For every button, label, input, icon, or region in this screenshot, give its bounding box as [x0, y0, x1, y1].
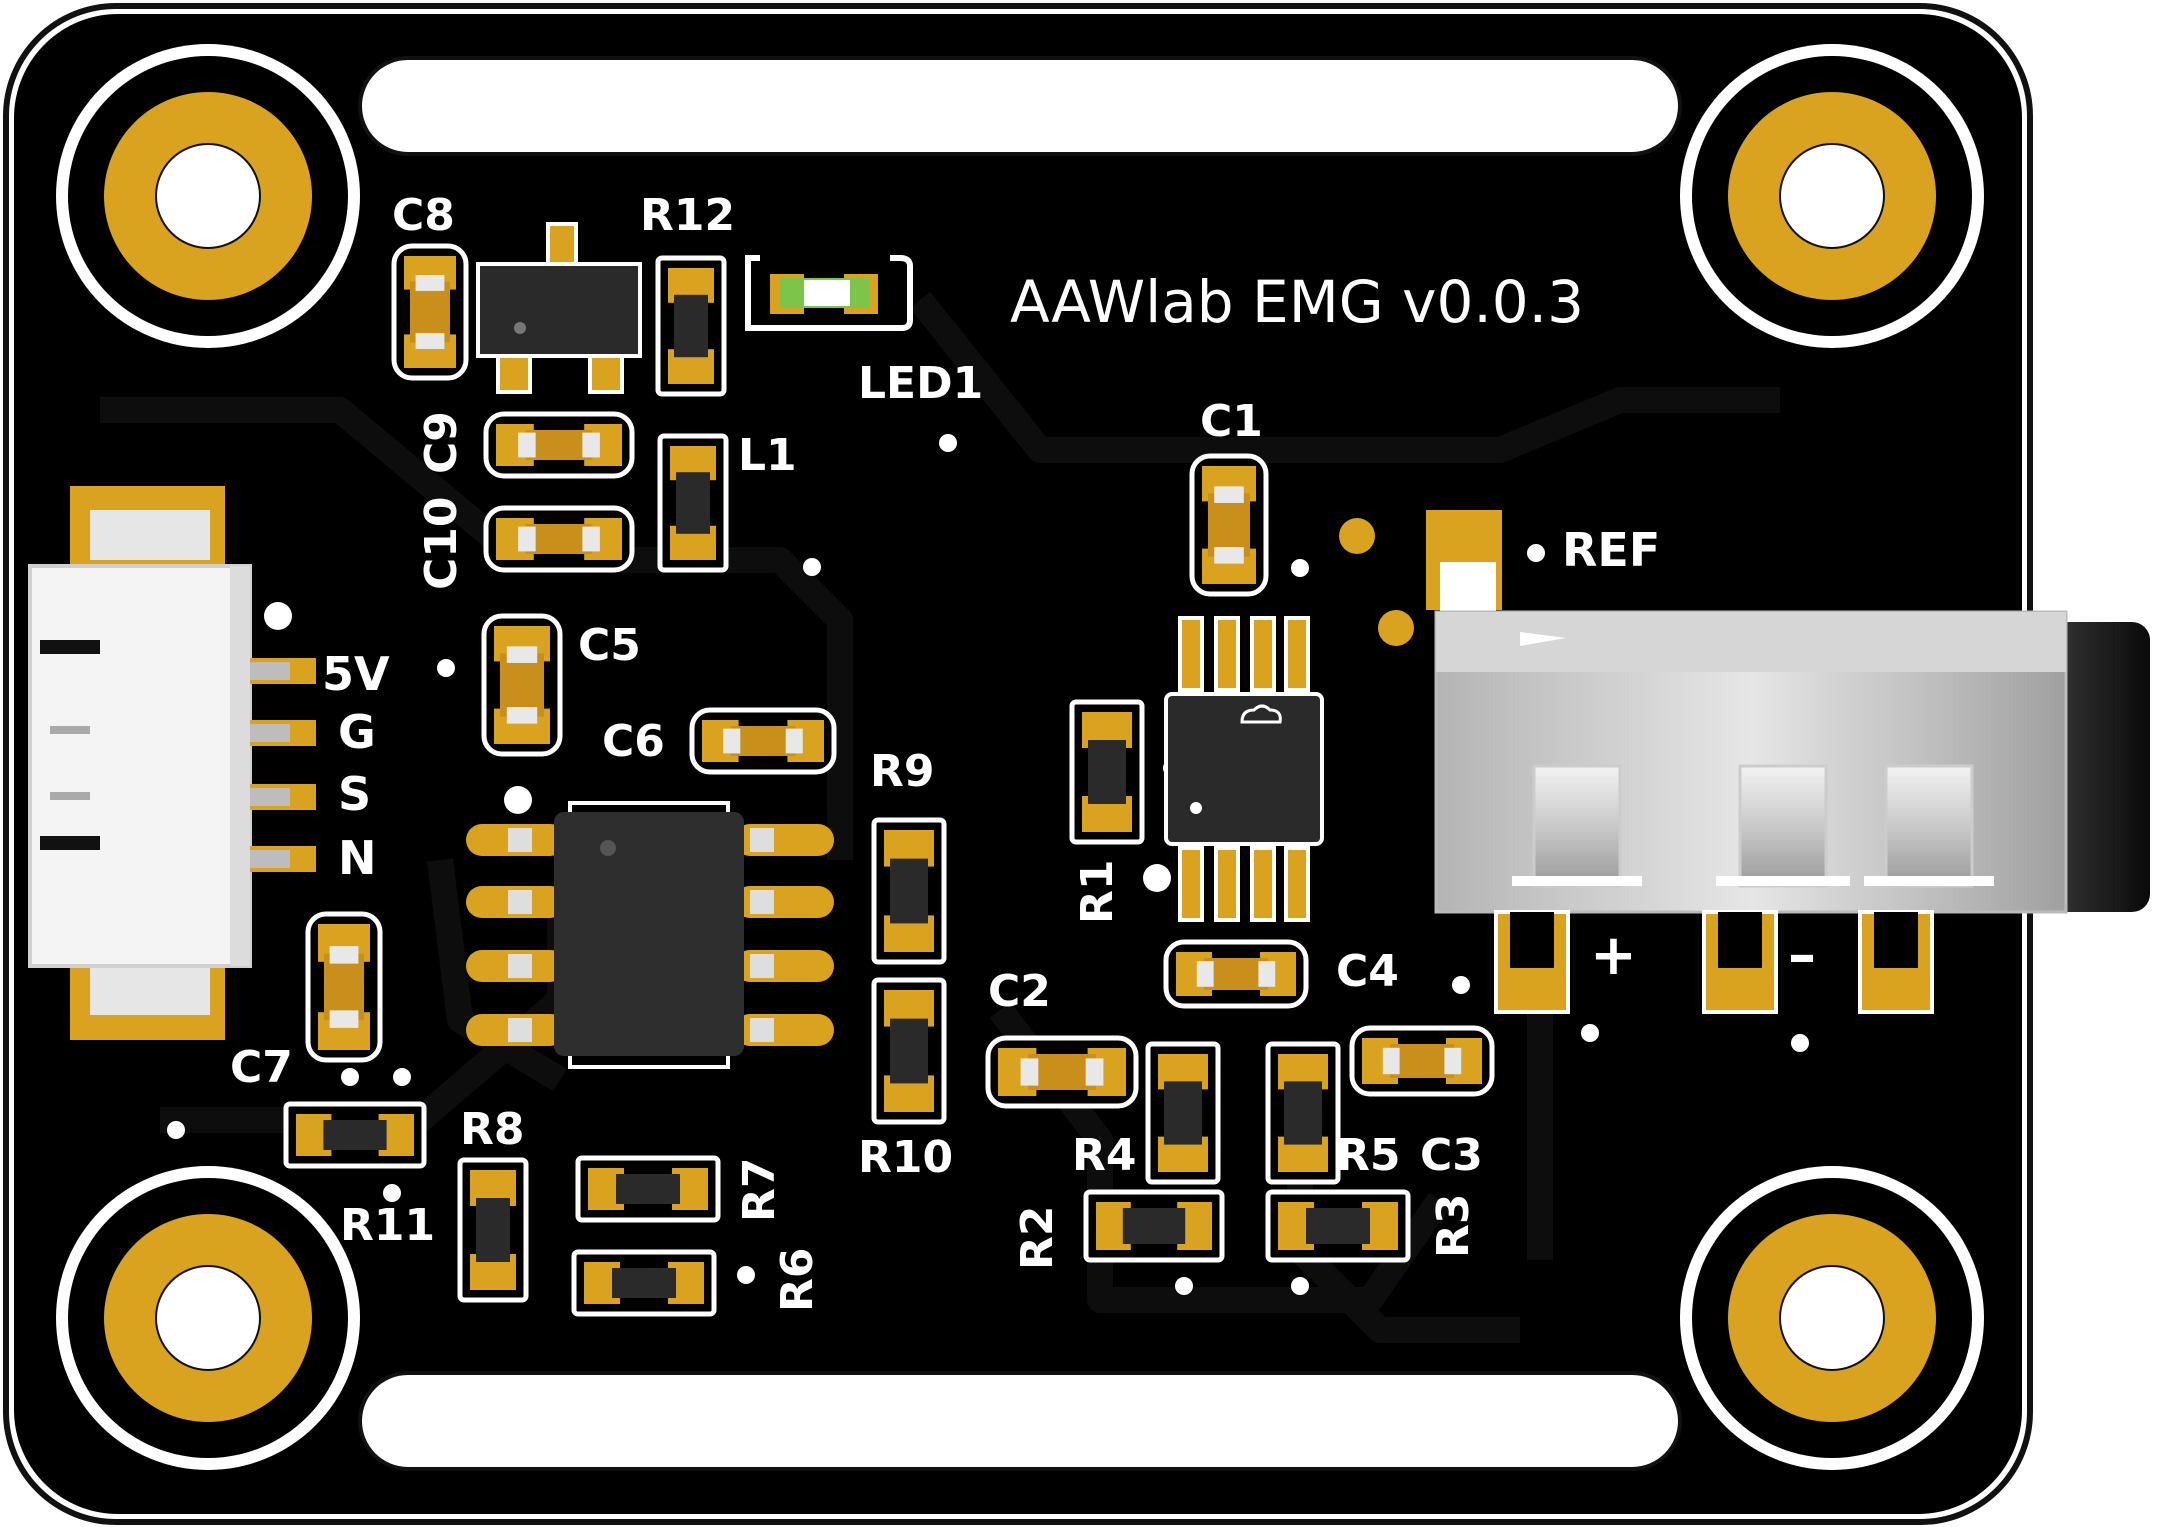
capacitor-c10 — [483, 505, 635, 573]
label-c8: C8 — [392, 190, 455, 241]
silkscreen-labels: C8 R12 LED1 C9 L1 C10 C5 C6 R9 R10 C7 R8… — [230, 190, 1660, 1312]
resistor-r7 — [575, 1155, 721, 1223]
capacitor-c6 — [689, 707, 837, 775]
mounting-hole-top-left — [56, 44, 360, 348]
label-r4: R4 — [1072, 1130, 1137, 1181]
label-r9: R9 — [870, 746, 935, 797]
resistor-r5 — [1265, 1041, 1341, 1185]
capacitor-c8 — [391, 243, 469, 381]
label-r1: R1 — [1072, 860, 1123, 925]
board-title: AAWlab EMG v0.0.3 — [1010, 268, 1584, 336]
soic8-ic — [466, 801, 834, 1069]
label-r5: R5 — [1336, 1130, 1401, 1181]
label-c1: C1 — [1200, 396, 1263, 447]
label-r3: R3 — [1428, 1194, 1479, 1259]
mounting-hole-bottom-right — [1680, 1166, 1984, 1470]
label-led1: LED1 — [858, 358, 983, 409]
gold-test-points — [1339, 518, 1414, 646]
label-c3: C3 — [1420, 1130, 1483, 1181]
mounting-hole-top-right — [1680, 44, 1984, 348]
resistor-r12 — [655, 255, 727, 397]
resistor-r2 — [1083, 1189, 1225, 1263]
label-r10: R10 — [858, 1132, 953, 1183]
audio-jack — [1426, 510, 2150, 1014]
top-slot — [358, 56, 1682, 156]
jack-plus-label: + — [1590, 923, 1637, 988]
capacitor-c9 — [483, 411, 635, 479]
resistor-r1 — [1069, 699, 1145, 845]
capacitor-c5 — [481, 613, 563, 757]
label-c4: C4 — [1336, 946, 1399, 997]
label-r11: R11 — [340, 1200, 435, 1251]
pin-label-g: G — [338, 705, 376, 759]
resistor-r3 — [1265, 1189, 1411, 1263]
resistor-r11 — [457, 1157, 529, 1303]
label-c10: C10 — [416, 496, 467, 590]
resistor-r6 — [571, 1249, 717, 1317]
label-c7: C7 — [230, 1042, 293, 1093]
capacitor-c1 — [1189, 453, 1269, 597]
capacitor-c7 — [305, 911, 383, 1063]
label-c5: C5 — [578, 620, 641, 671]
vias — [167, 434, 1809, 1295]
jack-minus-label: – — [1788, 923, 1816, 988]
resistor-r8 — [283, 1101, 427, 1169]
resistor-r10 — [871, 977, 947, 1125]
label-r8: R8 — [460, 1104, 525, 1155]
components-layer — [283, 243, 1495, 1317]
label-r2: R2 — [1012, 1206, 1063, 1271]
resistor-r9 — [871, 817, 947, 965]
capacitor-c3 — [1349, 1025, 1495, 1097]
led1 — [745, 255, 913, 331]
bottom-slot — [358, 1371, 1682, 1471]
pin-label-5v: 5V — [322, 647, 390, 701]
resistor-l1 — [657, 433, 729, 573]
mounting-hole-bottom-left — [56, 1166, 360, 1470]
msop8-ic — [1164, 616, 1324, 922]
label-c2: C2 — [988, 966, 1051, 1017]
label-r12: R12 — [640, 190, 735, 241]
resistor-r4 — [1145, 1041, 1221, 1185]
jst-connector — [28, 486, 316, 1040]
label-c9: C9 — [416, 411, 467, 474]
label-r7: R7 — [734, 1158, 785, 1223]
capacitor-c4 — [1163, 939, 1309, 1009]
label-c6: C6 — [602, 716, 665, 767]
label-l1: L1 — [738, 430, 797, 481]
pin-label-s: S — [338, 767, 371, 821]
pin-label-n: N — [338, 831, 377, 885]
regulator-sot23 — [476, 222, 642, 394]
capacitor-c2 — [985, 1035, 1139, 1109]
label-r6: R6 — [772, 1248, 823, 1313]
label-ref: REF — [1562, 523, 1660, 577]
